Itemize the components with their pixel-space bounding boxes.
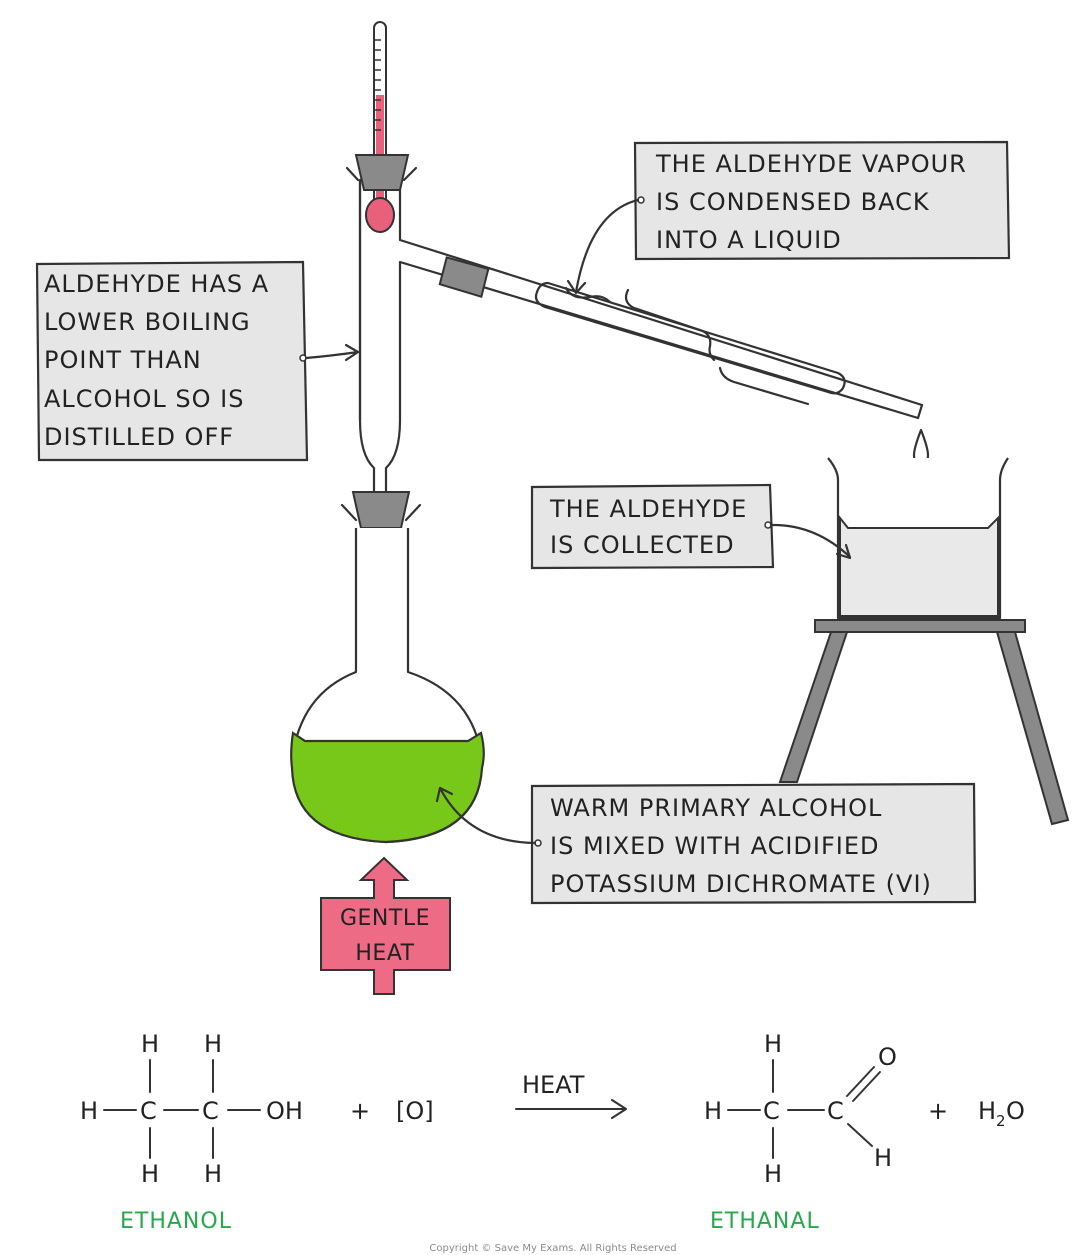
ethanal-c-1: C: [763, 1097, 780, 1125]
label-aldehyde-collected: THE ALDEHYDE IS COLLECTED: [530, 483, 775, 570]
pointer-collected: [764, 521, 852, 560]
collected-line-2: IS COLLECTED: [550, 531, 735, 559]
ethanol-c-1: C: [140, 1097, 157, 1125]
vapour-line-1: THE ALDEHYDE VAPOUR: [655, 150, 967, 178]
boiling-line-4: ALCOHOL SO IS: [44, 385, 244, 413]
alcohol-line-3: POTASSIUM DICHROMATE (VI): [550, 870, 932, 898]
pointer-boiling: [299, 343, 360, 362]
thermometer-bulb: [365, 197, 395, 233]
water-subscript: 2: [996, 1112, 1006, 1130]
gentle-heat-arrow: GENTLE HEAT: [320, 856, 451, 995]
plus-sign-1: +: [350, 1097, 370, 1125]
ethanal-o: O: [878, 1043, 897, 1071]
pointer-vapour: [566, 196, 645, 295]
boiling-line-1: ALDEHYDE HAS A: [44, 270, 269, 298]
ethanal-h-left: H: [704, 1097, 722, 1125]
vapour-line-2: IS CONDENSED BACK: [656, 188, 930, 216]
ethanal-structure: H H C C O H H: [704, 1030, 897, 1188]
flask-bung: [351, 491, 411, 529]
gentle-heat-line-2: HEAT: [355, 941, 414, 966]
flask-solution: [290, 731, 485, 844]
water-o: O: [1006, 1097, 1025, 1125]
vapour-line-3: INTO A LIQUID: [656, 226, 842, 254]
ethanol-c-2: C: [202, 1097, 219, 1125]
alcohol-line-2: IS MIXED WITH ACIDIFIED: [550, 832, 880, 860]
collected-aldehyde: [839, 515, 999, 617]
collection-beaker: [827, 457, 1009, 620]
ethanol-h-bottom-1: H: [141, 1160, 159, 1188]
round-bottom-flask: [290, 528, 485, 844]
label-warm-alcohol: WARM PRIMARY ALCOHOL IS MIXED WITH ACIDI…: [530, 782, 977, 905]
ethanal-h-bottom: H: [764, 1160, 782, 1188]
oxidising-agent: [O]: [396, 1097, 434, 1125]
plus-sign-2: +: [928, 1097, 948, 1125]
ethanol-h-top-2: H: [204, 1030, 222, 1058]
side-arm-clamp: [438, 256, 490, 298]
water-h: H: [978, 1097, 996, 1125]
reaction-equation: H H H C C OH H H + [O] HEAT H H C: [80, 1030, 1025, 1234]
ethanol-name: ETHANOL: [120, 1209, 232, 1234]
ethanol-h-left: H: [80, 1097, 98, 1125]
boiling-line-5: DISTILLED OFF: [44, 423, 234, 451]
ethanol-h-top-1: H: [141, 1030, 159, 1058]
ethanol-oh: OH: [266, 1097, 303, 1125]
ethanal-h-right: H: [874, 1144, 892, 1172]
boiling-line-3: POINT THAN: [44, 346, 202, 374]
copyright-notice: Copyright © Save My Exams. All Rights Re…: [429, 1243, 676, 1254]
label-vapour-condensed: THE ALDEHYDE VAPOUR IS CONDENSED BACK IN…: [633, 140, 1011, 261]
collected-line-1: THE ALDEHYDE: [549, 495, 747, 523]
top-bung: [354, 154, 410, 191]
gentle-heat-line-1: GENTLE: [340, 906, 430, 931]
ethanal-c-2: C: [827, 1097, 844, 1125]
label-aldehyde-boiling-point: ALDEHYDE HAS A LOWER BOILING POINT THAN …: [35, 260, 309, 462]
tripod-stand: [778, 619, 1070, 826]
ethanal-name: ETHANAL: [710, 1209, 820, 1234]
alcohol-line-1: WARM PRIMARY ALCOHOL: [550, 794, 882, 822]
ethanol-structure: H H H C C OH H H: [80, 1030, 303, 1188]
ethanol-h-bottom-2: H: [204, 1160, 222, 1188]
heat-condition: HEAT: [522, 1071, 585, 1099]
pointer-alcohol: [435, 786, 542, 847]
condenser: [534, 281, 846, 406]
boiling-line-2: LOWER BOILING: [44, 308, 251, 336]
ethanal-h-top: H: [764, 1030, 782, 1058]
